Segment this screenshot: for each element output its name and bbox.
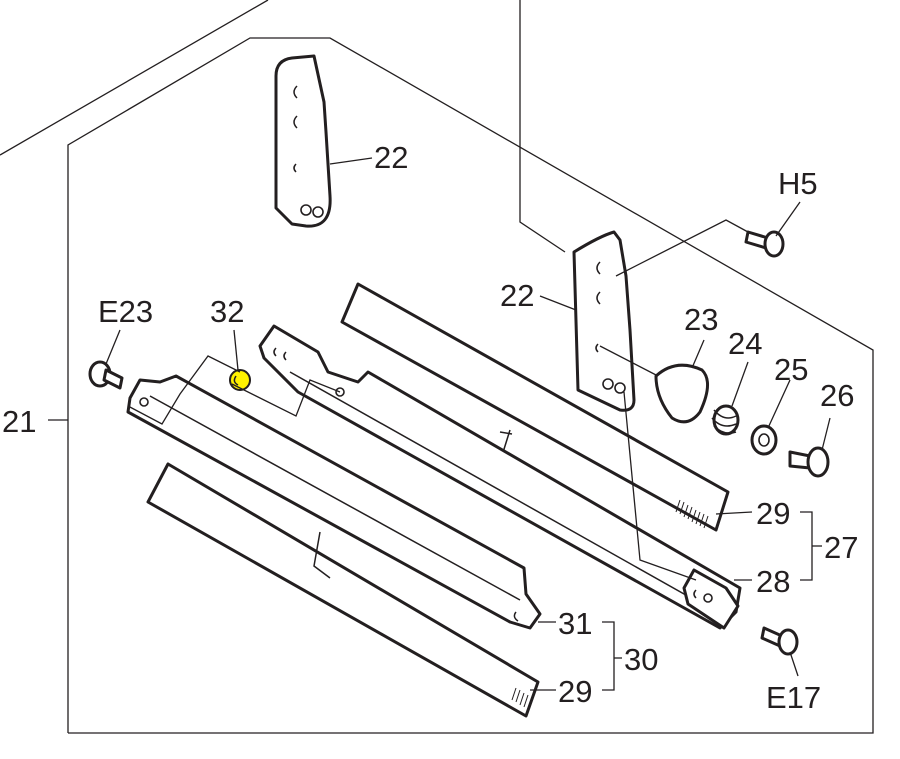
callout-22-upper: 22 [374,140,408,175]
cap-23 [654,363,709,424]
callout-26: 26 [820,378,854,413]
callout-E23: E23 [98,294,153,329]
callout-29-upper: 29 [756,496,790,531]
callout-21: 21 [2,404,36,439]
assembly-frame [0,0,874,734]
callout-labels: 21 22 22 H5 E23 32 23 24 25 26 29 27 28 … [2,140,858,715]
callout-23: 23 [684,302,718,337]
callout-22-right: 22 [500,278,534,313]
spring-24 [711,404,740,436]
callout-24: 24 [728,326,762,361]
screw-H5 [744,230,785,258]
screw-E23 [88,360,124,390]
bracket-22-right [572,230,636,412]
callout-27: 27 [824,530,858,565]
callout-25: 25 [774,352,808,387]
callout-28: 28 [756,564,790,599]
callout-31: 31 [558,606,592,641]
screw-26 [788,446,830,478]
callout-30: 30 [624,642,658,677]
screw-E17 [760,626,799,656]
callout-32: 32 [210,294,244,329]
callout-E17: E17 [766,680,821,715]
slider-31 [126,374,542,630]
bracket-22-upper [274,54,332,228]
strip-29-lower [146,462,540,718]
washer-25 [750,424,778,456]
callout-29-lower: 29 [558,674,592,709]
part-32-highlighted [229,369,251,391]
rail-28 [258,324,742,630]
leader-lines [48,157,831,691]
callout-H5: H5 [778,166,818,201]
